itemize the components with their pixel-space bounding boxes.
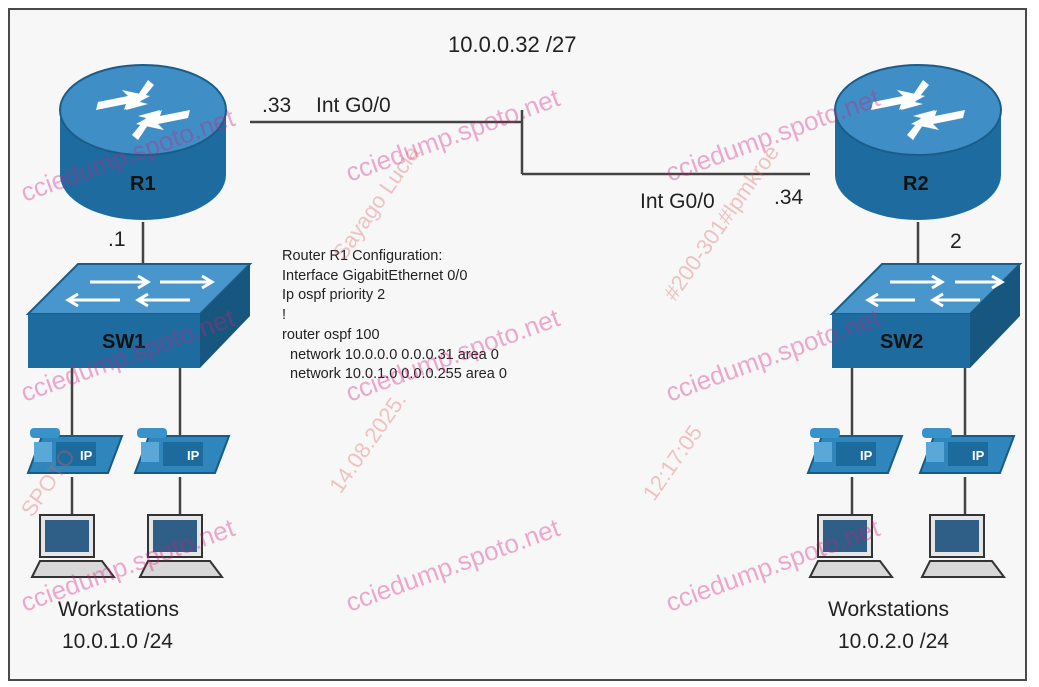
workstation-icon xyxy=(808,514,894,578)
network-diagram-frame: IP IP IP IP R1 R2 SW1 SW2 10.0.0.32 /27 … xyxy=(8,8,1027,681)
phone-label: IP xyxy=(187,448,200,463)
switch-sw2-label: SW2 xyxy=(880,331,923,353)
router-r2-icon xyxy=(834,64,1002,220)
ip-phone-icon xyxy=(918,428,1016,474)
ip-phone-icon xyxy=(26,428,124,474)
switch-sw2-icon xyxy=(829,263,1023,368)
ip-phone-icons xyxy=(26,428,1016,474)
config-line: Ip ospf priority 2 xyxy=(282,287,386,304)
r1-wan-interface-label: Int G0/0 xyxy=(316,94,391,117)
phone-label: IP xyxy=(80,448,93,463)
ip-phone-icon xyxy=(133,428,231,474)
topology-drawing: IP IP IP IP R1 R2 SW1 SW2 xyxy=(25,64,1023,578)
workstation-icon xyxy=(30,514,116,578)
workstations-right-label: Workstations xyxy=(828,598,949,621)
phone-label: IP xyxy=(972,448,985,463)
workstation-icon xyxy=(920,514,1006,578)
router-config-block: Router R1 Configuration: Interface Gigab… xyxy=(282,247,507,385)
links xyxy=(70,110,967,515)
switch-sw1-icon xyxy=(25,263,253,368)
router-r1-icon xyxy=(59,64,227,220)
wan-subnet-label: 10.0.0.32 /27 xyxy=(448,32,577,57)
config-line: Interface GigabitEthernet 0/0 xyxy=(282,267,468,284)
ip-phone-icon xyxy=(806,428,904,474)
workstation-icons xyxy=(30,514,1006,578)
config-line: network 10.0.0.0 0.0.0.31 area 0 xyxy=(282,346,499,363)
config-line: network 10.0.1.0 0.0.0.255 area 0 xyxy=(282,366,507,383)
router-r1-label: R1 xyxy=(130,173,156,195)
r1-lan-ip-label: .1 xyxy=(108,228,126,251)
workstations-left-label: Workstations xyxy=(58,598,179,621)
workstations-left-subnet: 10.0.1.0 /24 xyxy=(62,630,173,653)
switch-sw1-label: SW1 xyxy=(102,331,145,353)
phone-label: IP xyxy=(860,448,873,463)
workstations-right-subnet: 10.0.2.0 /24 xyxy=(838,630,949,653)
config-line: Router R1 Configuration: xyxy=(282,248,443,264)
r2-lan-ip-label: 2 xyxy=(950,230,962,253)
r1-wan-ip-label: .33 xyxy=(262,94,292,117)
router-r2-label: R2 xyxy=(903,173,929,195)
r2-wan-interface-label: Int G0/0 xyxy=(640,190,715,213)
config-line: ! xyxy=(282,307,287,324)
r2-wan-ip-label: .34 xyxy=(774,186,804,209)
workstation-icon xyxy=(138,514,224,578)
config-line: router ospf 100 xyxy=(282,326,380,343)
